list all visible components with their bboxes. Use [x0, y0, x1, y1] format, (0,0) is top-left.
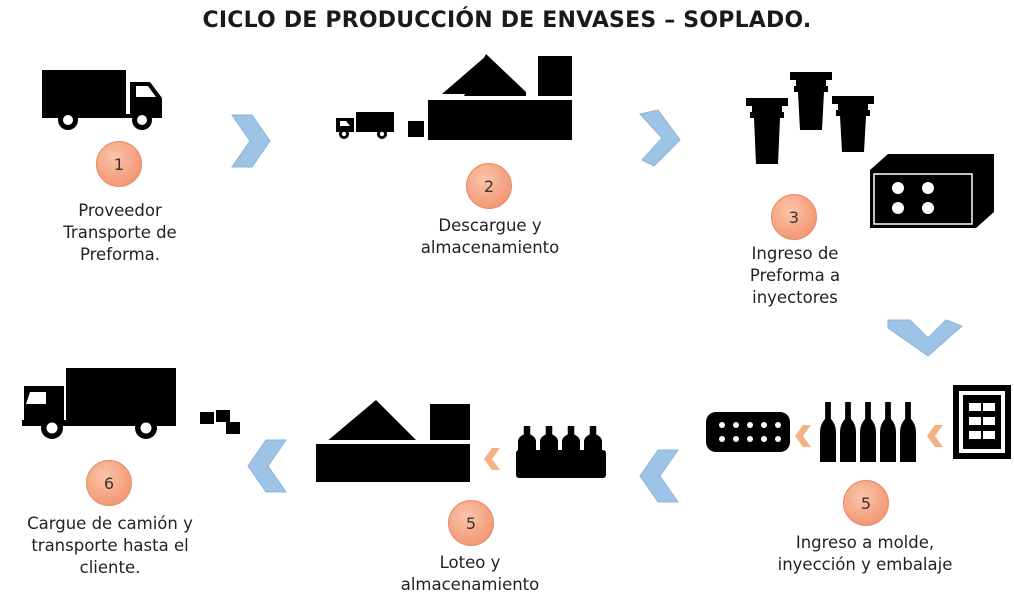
step-3-line-1: Ingreso de [751, 244, 839, 263]
step-2-line-2: almacenamiento [420, 238, 560, 257]
step-6-line-3: cliente. [79, 558, 141, 577]
chevron-down-icon [887, 319, 963, 357]
step-1-line-3: Preforma. [79, 245, 161, 264]
small-truck-icon [336, 112, 394, 139]
step-5-label: Loteo y almacenamiento [390, 552, 550, 596]
step-2-badge: 2 [466, 163, 512, 209]
step-1-label: Proveedor Transporte de Preforma. [40, 200, 200, 266]
step-6-line-1: Cargue de camión y [27, 514, 193, 533]
chevron-left-icon [247, 439, 287, 493]
step-2-line-1: Descargue y [438, 216, 542, 235]
warehouse-icon [316, 400, 470, 482]
step-3-label: Ingreso de Preforma a inyectores [720, 243, 870, 309]
step-1-line-2: Transporte de [63, 223, 177, 242]
step-4-badge: 5 [843, 480, 889, 526]
step-6-line-2: transporte hasta el [31, 536, 189, 555]
bottles-pack-icon [516, 426, 606, 478]
box-icon [408, 121, 424, 137]
mold-cabinet-icon [953, 385, 1011, 459]
step-2-label: Descargue y almacenamiento [405, 215, 575, 259]
step-5-line-2: almacenamiento [400, 575, 540, 594]
bottles-icon [820, 402, 916, 462]
delivery-truck-icon [22, 368, 176, 439]
step-4-line-1: Ingreso a molde, [795, 533, 935, 552]
step-5-badge: 5 [448, 500, 494, 546]
boxes-icon [200, 410, 240, 434]
chevron-left-small-icon [927, 425, 943, 447]
chevron-right-icon [231, 114, 271, 168]
preform-icon [746, 98, 788, 164]
chevron-left-small-icon [484, 448, 500, 470]
chevron-down-right-icon [639, 109, 681, 167]
step-3-badge: 3 [771, 194, 817, 240]
preform-icon [790, 72, 832, 130]
chevron-left-small-icon [795, 425, 811, 447]
step-4-line-2: inyección y embalaje [777, 555, 953, 574]
step-3-line-3: inyectores [752, 288, 838, 307]
step-5-line-1: Loteo y [439, 553, 501, 572]
step-6-badge: 6 [86, 460, 132, 506]
step-6-label: Cargue de camión y transporte hasta el c… [10, 513, 210, 579]
step-1-line-1: Proveedor [78, 201, 162, 220]
step-4-label: Ingreso a molde, inyección y embalaje [760, 532, 970, 576]
injector-box-icon [870, 154, 994, 228]
step-3-line-2: Preforma a [749, 266, 841, 285]
step-1-badge: 1 [96, 141, 142, 187]
diagram-title: CICLO DE PRODUCCIÓN DE ENVASES – SOPLADO… [202, 8, 812, 33]
packing-tray-icon [706, 412, 790, 452]
preform-icon [832, 96, 874, 152]
truck-icon [42, 70, 162, 130]
chevron-left-icon [639, 449, 679, 503]
warehouse-icon [428, 54, 572, 140]
